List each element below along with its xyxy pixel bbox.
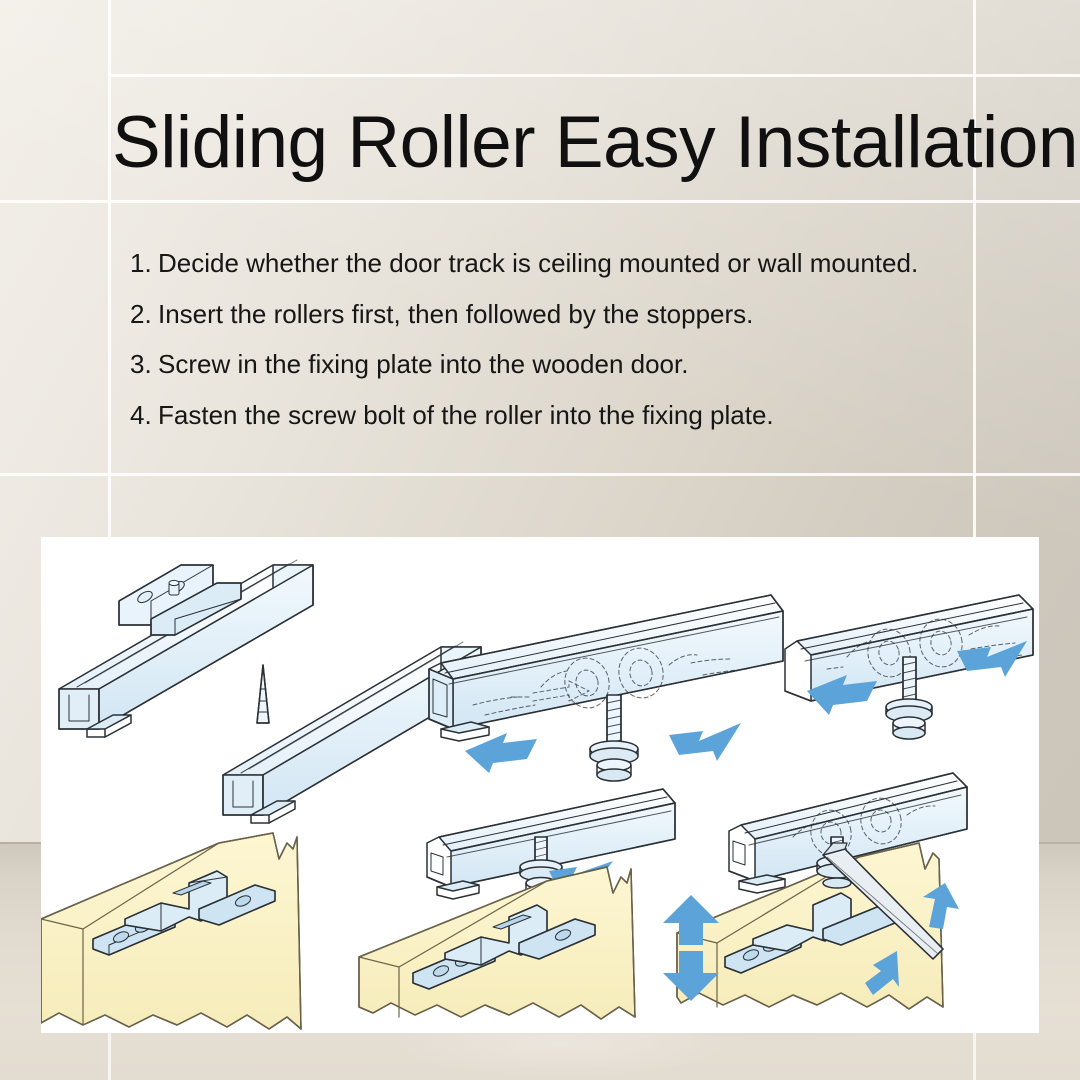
page-title: Sliding Roller Easy Installation xyxy=(112,101,1078,183)
arrow-left-2 xyxy=(807,675,877,715)
list-item-number: 4. xyxy=(130,399,152,430)
list-item-text: Insert the rollers first, then followed … xyxy=(158,298,754,329)
list-item-number: 2. xyxy=(130,298,152,329)
list-item: 4. Fasten the screw bolt of the roller i… xyxy=(130,401,980,430)
arrow-up-down xyxy=(663,895,719,1001)
list-item: 3. Screw in the fixing plate into the wo… xyxy=(130,350,980,379)
arrow-right-2 xyxy=(957,641,1027,677)
fixing-plate-3 xyxy=(724,892,896,974)
grid-line-horizontal-lower xyxy=(0,473,1080,476)
grid-line-vertical-left xyxy=(108,0,111,842)
list-item-text: Screw in the fixing plate into the woode… xyxy=(158,349,689,380)
instruction-list: 1. Decide whether the door track is ceil… xyxy=(130,249,980,451)
arrow-right xyxy=(669,723,741,761)
arrow-rotate xyxy=(865,883,959,995)
grid-line-horizontal-top xyxy=(108,74,1080,77)
list-item: 2. Insert the rollers first, then follow… xyxy=(130,298,980,329)
diagram-rails-pair xyxy=(58,559,482,824)
list-item-text: Decide whether the door track is ceiling… xyxy=(158,248,919,278)
grid-line-horizontal-middle xyxy=(0,200,1080,203)
diagram-roller-insert xyxy=(428,594,784,782)
stopper-pin xyxy=(256,664,270,724)
diagram-tighten-with-wrench xyxy=(663,772,968,1010)
installation-diagram-panel xyxy=(41,537,1039,1033)
list-item-text: Fasten the screw bolt of the roller into… xyxy=(158,399,774,430)
list-item: 1. Decide whether the door track is ceil… xyxy=(130,249,980,278)
list-item-number: 3. xyxy=(130,349,152,380)
roller-bolt xyxy=(589,694,639,782)
grid-line-vertical-right xyxy=(973,0,976,842)
track-end-bracket xyxy=(118,564,242,636)
wrench-tool xyxy=(822,842,944,960)
fixing-plate-2 xyxy=(412,904,596,990)
roller-bolt-2 xyxy=(885,656,933,740)
diagram-align-bolt-plate xyxy=(358,788,676,1020)
diagram-fixing-plate-on-door xyxy=(41,832,302,1030)
arrow-left xyxy=(465,733,537,773)
track-rail-front xyxy=(222,641,482,824)
list-item-number: 1. xyxy=(130,248,152,278)
diagram-roller-seated xyxy=(784,594,1034,740)
fixing-plate xyxy=(92,870,276,956)
